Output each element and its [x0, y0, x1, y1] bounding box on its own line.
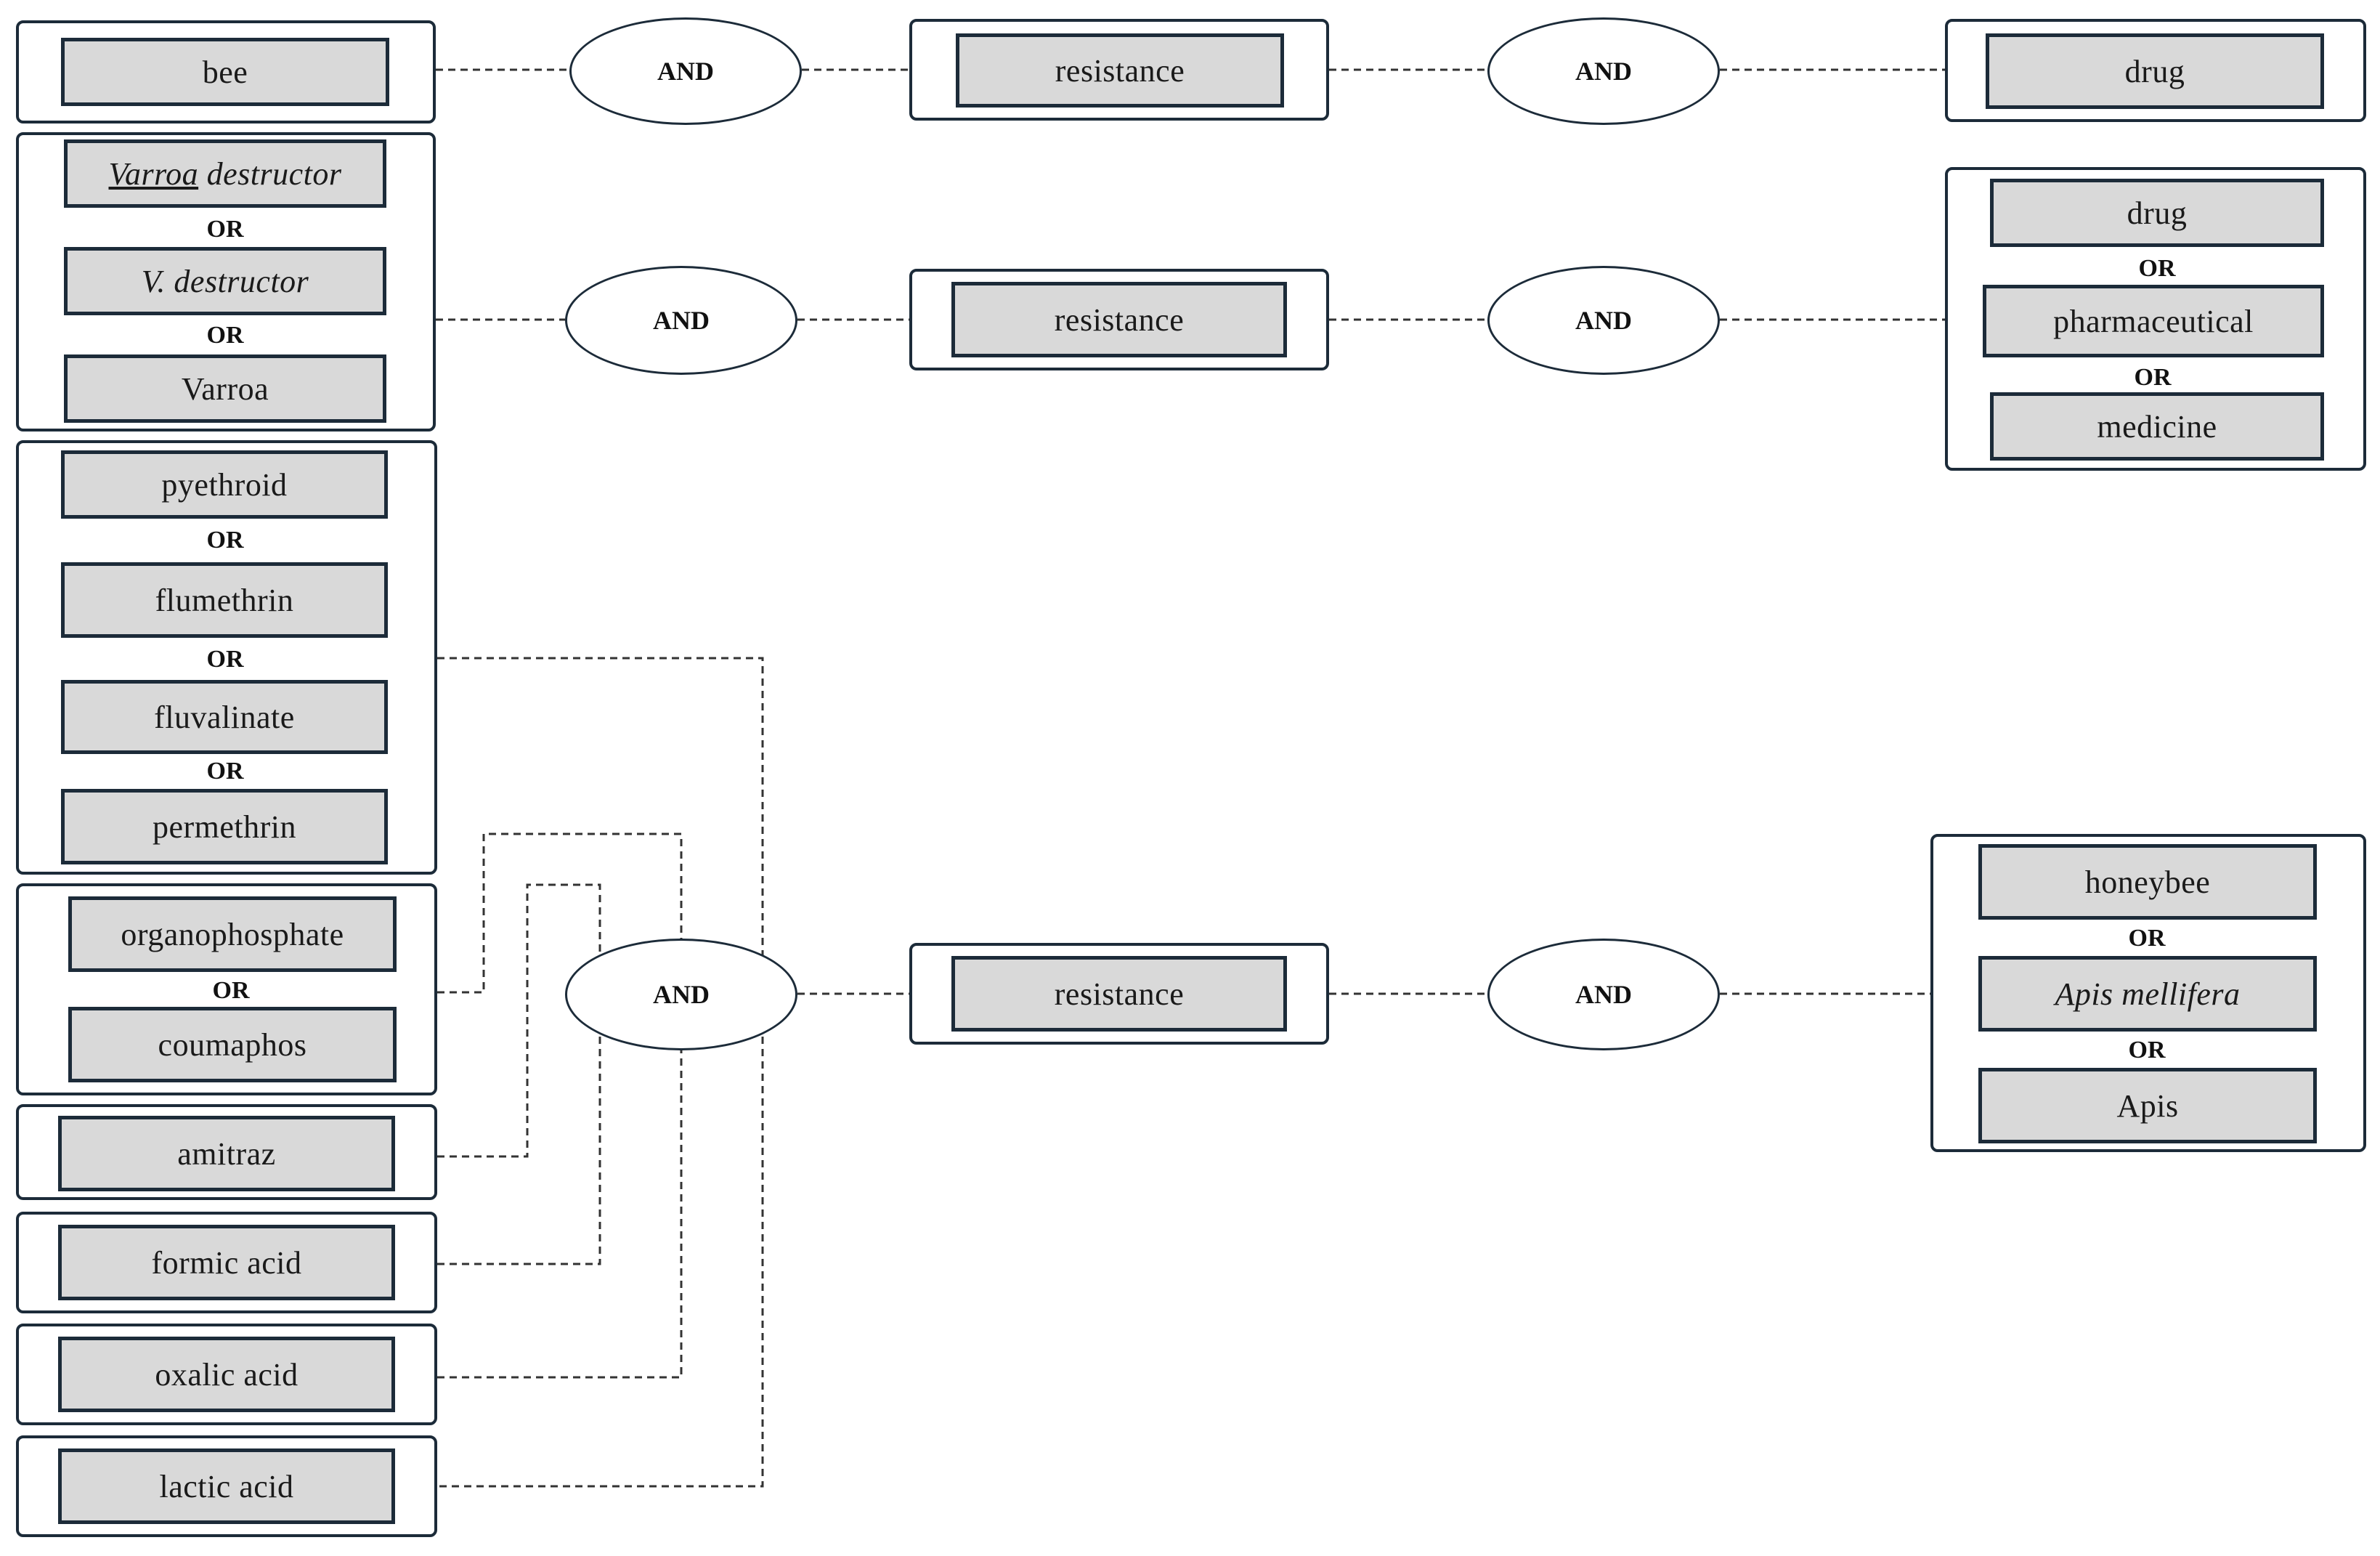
term-varroa-destructor: Varroa destructor	[64, 139, 386, 208]
or-label: OR	[206, 527, 244, 554]
term-amitraz: amitraz	[58, 1116, 395, 1191]
and-operator-row3-right: AND	[1487, 939, 1720, 1050]
or-label: OR	[206, 216, 244, 243]
and-operator-row2-right: AND	[1487, 266, 1720, 375]
term-drug-row1: drug	[1986, 33, 2324, 109]
term-honeybee: honeybee	[1978, 844, 2317, 920]
connector-line	[437, 1045, 683, 1379]
or-label: OR	[206, 322, 244, 349]
term-medicine: medicine	[1990, 392, 2324, 461]
term-apis: Apis	[1978, 1068, 2317, 1143]
and-operator-row3-left: AND	[565, 939, 797, 1050]
term-varroa-destructor-rest: destructor	[198, 155, 342, 192]
term-flumethrin: flumethrin	[61, 562, 388, 638]
or-label: OR	[2134, 364, 2172, 391]
or-label: OR	[2128, 925, 2166, 952]
term-resistance-row2: resistance	[951, 282, 1287, 357]
term-pyethroid: pyethroid	[61, 450, 388, 519]
and-operator-row1-right: AND	[1487, 17, 1720, 125]
term-lactic-acid: lactic acid	[58, 1448, 395, 1524]
or-label: OR	[212, 977, 250, 1004]
term-apis-mellifera: Apis mellifera	[1978, 956, 2317, 1032]
or-label: OR	[206, 646, 244, 673]
or-label: OR	[206, 758, 244, 785]
term-varroa-destructor-underlined: Varroa	[108, 155, 199, 192]
connector-line	[437, 883, 601, 1158]
or-label: OR	[2138, 255, 2176, 282]
connector-line	[437, 1032, 601, 1265]
term-permethrin: permethrin	[61, 789, 388, 864]
term-resistance-row3: resistance	[951, 956, 1287, 1032]
term-fluvalinate: fluvalinate	[61, 680, 388, 754]
term-v-destructor: V. destructor	[64, 247, 386, 315]
term-resistance-row1: resistance	[956, 33, 1284, 108]
term-drug-row2: drug	[1990, 179, 2324, 247]
term-bee: bee	[61, 38, 389, 106]
connector-line	[437, 657, 764, 1488]
term-organophosphate: organophosphate	[68, 896, 397, 972]
term-pharmaceutical: pharmaceutical	[1983, 285, 2324, 357]
term-oxalic-acid: oxalic acid	[58, 1337, 395, 1412]
term-formic-acid: formic acid	[58, 1225, 395, 1300]
connector-line	[437, 832, 683, 994]
or-label: OR	[2128, 1037, 2166, 1063]
and-operator-row2-left: AND	[565, 266, 797, 375]
term-coumaphos: coumaphos	[68, 1007, 397, 1082]
term-varroa: Varroa	[64, 354, 386, 423]
and-operator-row1-left: AND	[569, 17, 802, 125]
